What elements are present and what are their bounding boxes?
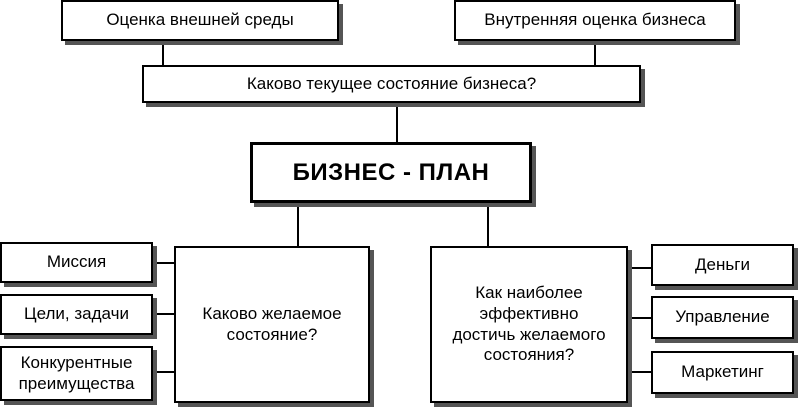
management-label: Управление xyxy=(675,307,770,327)
external-assessment-label: Оценка внешней среды xyxy=(106,10,294,30)
external-assessment-box: Оценка внешней среды xyxy=(61,0,339,41)
competitive-advantages-box: Конкурентные преимущества xyxy=(0,346,153,401)
goals-box: Цели, задачи xyxy=(0,294,153,335)
current-state-box: Каково текущее состояние бизнеса? xyxy=(142,65,641,103)
mission-label: Миссия xyxy=(46,252,107,272)
internal-assessment-label: Внутренняя оценка бизнеса xyxy=(484,10,706,30)
desired-state-label: Каково желаемое состояние? xyxy=(202,303,342,344)
money-label: Деньги xyxy=(695,254,750,274)
how-to-achieve-box: Как наиболее эффективно достичь желаемог… xyxy=(430,246,628,403)
how-to-achieve-label: Как наиболее эффективно достичь желаемог… xyxy=(452,283,606,365)
internal-assessment-box: Внутренняя оценка бизнеса xyxy=(454,0,736,41)
competitive-advantages-label: Конкурентные преимущества xyxy=(18,352,135,393)
mission-box: Миссия xyxy=(0,242,153,283)
desired-state-box: Каково желаемое состояние? xyxy=(174,246,370,403)
marketing-box: Маркетинг xyxy=(651,351,794,394)
goals-label: Цели, задачи xyxy=(24,304,129,324)
business-plan-label: БИЗНЕС - ПЛАН xyxy=(292,158,490,186)
current-state-label: Каково текущее состояние бизнеса? xyxy=(246,73,537,93)
business-plan-box: БИЗНЕС - ПЛАН xyxy=(250,142,532,203)
marketing-label: Маркетинг xyxy=(681,362,764,382)
management-box: Управление xyxy=(651,296,794,339)
money-box: Деньги xyxy=(651,244,794,286)
